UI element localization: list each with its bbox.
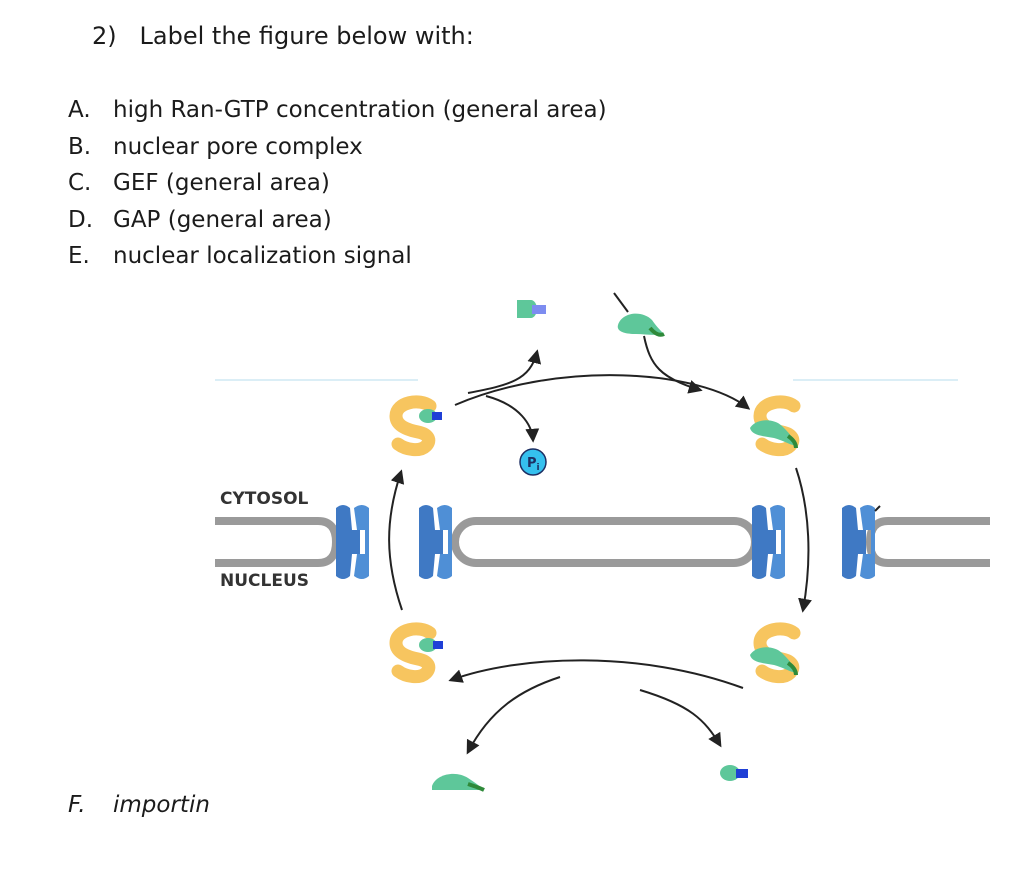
phosphate-release-arrow	[485, 395, 540, 443]
option-text: GAP (general area)	[113, 206, 332, 233]
nuclear-envelope-left	[215, 517, 341, 567]
nuclear-pore-complex	[752, 505, 785, 579]
importin-ran-gtp-complex	[396, 629, 443, 677]
cytosol-label: CYTOSOL	[220, 489, 309, 509]
option-letter: E.	[68, 243, 90, 269]
tick-mark	[874, 505, 881, 512]
phosphate-icon: Pi	[519, 448, 547, 476]
importin-cargo-complex	[750, 629, 796, 677]
question-prompt: Label the figure below with:	[139, 22, 474, 50]
option-c: C. GEF (general area)	[68, 165, 607, 202]
option-e: E. nuclear localization signal	[68, 238, 607, 275]
option-letter: F.	[68, 792, 86, 818]
cargo-binding-arrow	[643, 335, 703, 394]
ran-gtp-free-top	[517, 300, 546, 318]
option-letter: D.	[68, 206, 94, 233]
importin-cargo-complex	[750, 402, 796, 450]
option-text: high Ran-GTP concentration (general area…	[113, 97, 607, 123]
nuclear-arc-arrow	[448, 659, 744, 689]
cargo-protein-bottom	[432, 773, 485, 792]
option-text: nuclear localization signal	[113, 243, 412, 269]
export-arc-arrow	[454, 374, 751, 410]
nuclear-pore-complex	[336, 505, 369, 579]
option-letter: A.	[68, 97, 91, 123]
cargo-approach-line	[613, 292, 629, 313]
option-list: A. high Ran-GTP concentration (general ar…	[68, 92, 607, 275]
nuclear-envelope-right	[865, 517, 990, 567]
option-text: nuclear pore complex	[113, 133, 363, 160]
nuclear-envelope-center	[451, 517, 759, 567]
option-letter: C.	[68, 170, 92, 196]
option-f: F. importin	[68, 792, 210, 818]
release-arrow	[467, 349, 542, 394]
option-d: D. GAP (general area)	[68, 202, 607, 239]
svg-text:Pi: Pi	[527, 456, 540, 473]
option-b: B. nuclear pore complex	[68, 129, 607, 166]
nuclear-pore-complex	[419, 505, 452, 579]
nuclear-pore-complex	[842, 505, 875, 579]
export-arrow	[388, 469, 405, 611]
import-arrow	[795, 467, 812, 613]
cargo-release-arrow	[466, 676, 561, 755]
ran-gtp-binding-arrow	[639, 689, 722, 748]
option-a: A. high Ran-GTP concentration (general ar…	[68, 92, 607, 129]
question-number: 2)	[92, 22, 117, 50]
ran-gtp-free-bottom	[720, 765, 748, 781]
option-letter: B.	[68, 133, 92, 160]
cargo-protein-top	[617, 313, 665, 337]
nls-icon	[432, 412, 442, 420]
phosphate-label: P	[527, 456, 537, 471]
option-text: importin	[113, 792, 210, 818]
question-title: 2) Label the figure below with:	[92, 22, 474, 50]
importin-ran-gtp-complex	[396, 402, 442, 450]
option-text: GEF (general area)	[113, 170, 330, 196]
nls-icon	[433, 641, 443, 649]
phosphate-subscript: i	[537, 463, 540, 473]
nucleus-label: NUCLEUS	[220, 571, 309, 591]
